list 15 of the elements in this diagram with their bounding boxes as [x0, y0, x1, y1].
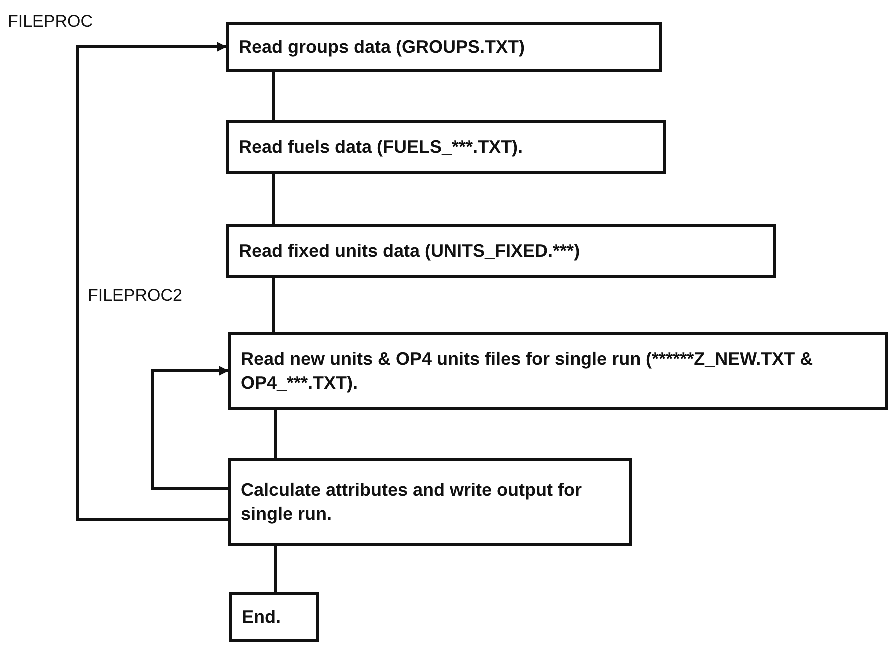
connector-line: [274, 546, 278, 592]
process-box: End.: [229, 592, 319, 642]
arrow: [76, 42, 228, 522]
process-box: Read new units & OP4 units files for single run (******Z_NEW.TXT & OP4_***.TXT).: [228, 332, 888, 410]
process-box: Read fuels data (FUELS_***.TXT).: [226, 120, 666, 174]
process-box: Read groups data (GROUPS.TXT): [226, 22, 662, 72]
connector-line: [272, 278, 276, 332]
loop-label: FILEPROC2: [88, 286, 182, 306]
connector-line: [272, 72, 276, 120]
arrow: [152, 366, 229, 490]
loop-label: FILEPROC: [8, 12, 94, 32]
process-box: Read fixed units data (UNITS_FIXED.***): [226, 224, 776, 278]
process-box: Calculate attributes and write output for single run.: [228, 458, 632, 546]
connector-line: [274, 410, 278, 458]
connector-line: [272, 174, 276, 224]
